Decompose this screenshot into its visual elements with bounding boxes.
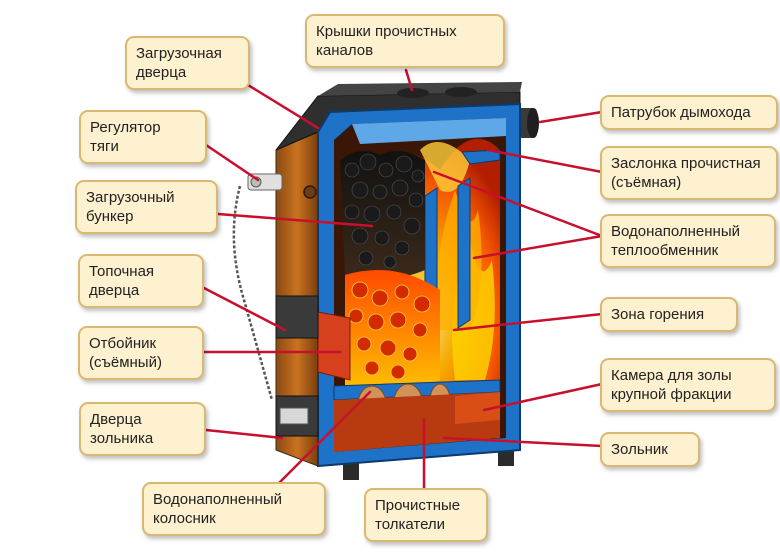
label-chimney-pipe: Патрубок дымохода <box>600 95 778 130</box>
label-cleaning-covers: Крышки прочистных каналов <box>305 14 505 68</box>
label-line: Прочистные <box>375 497 461 514</box>
cleaning-cover <box>397 88 429 98</box>
label-line: толкатели <box>375 516 446 533</box>
leader-lines <box>202 68 604 494</box>
label-combustion-zone: Зона горения <box>600 297 738 332</box>
flame <box>420 142 470 192</box>
label-ash-pan: Зольник <box>600 432 700 467</box>
label-line: дверца <box>89 282 140 299</box>
label-line: Крышки прочистных <box>316 23 457 40</box>
label-loading-bunker: Загрузочный бункер <box>75 180 218 234</box>
label-line: теплообменник <box>611 242 719 259</box>
label-line: Топочная <box>89 263 155 280</box>
label-line: бункер <box>86 208 134 225</box>
label-firebox-door: Топочная дверца <box>78 254 204 308</box>
label-water-grate: Водонаполненный колосник <box>142 482 326 536</box>
label-line: Отбойник <box>89 335 157 352</box>
boiler-leg <box>498 448 514 466</box>
label-cleaning-damper: Заслонка прочистная (съёмная) <box>600 146 778 200</box>
label-line: зольника <box>90 430 154 447</box>
label-line: (съёмный) <box>89 354 162 371</box>
label-line: дверца <box>136 64 187 81</box>
label-line: Зона горения <box>611 306 705 323</box>
label-line: каналов <box>316 42 374 59</box>
label-line: Загрузочный <box>86 189 175 206</box>
label-draft-regulator: Регулятор тяги <box>79 110 207 164</box>
label-loading-door: Загрузочная дверца <box>125 36 250 90</box>
firebox-door-plate <box>275 295 319 339</box>
label-line: Камера для золы <box>611 367 732 384</box>
label-line: тяги <box>90 138 119 155</box>
label-line: Водонаполненный <box>611 223 740 240</box>
boiler-leg <box>343 462 359 480</box>
heat-exchanger-plate <box>457 177 471 329</box>
coarse-ash-chamber <box>455 392 500 424</box>
ember-lumps <box>348 281 431 380</box>
label-heat-exchanger: Водонаполненный теплообменник <box>600 214 776 268</box>
label-line: Загрузочная <box>136 45 222 62</box>
sight-glass <box>303 185 317 199</box>
label-line: крупной фракции <box>611 386 732 403</box>
label-line: Регулятор <box>90 119 161 136</box>
label-coarse-ash-chamber: Камера для золы крупной фракции <box>600 358 776 412</box>
label-cleaning-pushers: Прочистные толкатели <box>364 488 488 542</box>
label-ash-door: Дверца зольника <box>79 402 206 456</box>
regulator-chain <box>232 185 274 401</box>
coal-lumps <box>344 153 425 269</box>
label-line: Дверца <box>90 411 142 428</box>
flue-channel <box>352 118 506 144</box>
label-line: Зольник <box>611 441 668 458</box>
label-line: Водонаполненный <box>153 491 282 508</box>
deflector <box>317 311 351 381</box>
label-deflector: Отбойник (съёмный) <box>78 326 204 380</box>
label-line: Патрубок дымохода <box>611 104 751 121</box>
label-line: (съёмная) <box>611 174 682 191</box>
ash-door-handle <box>279 407 309 425</box>
label-line: Заслонка прочистная <box>611 155 761 172</box>
cleaning-cover <box>445 87 477 97</box>
label-line: колосник <box>153 510 216 527</box>
chimney-pipe-end <box>527 108 539 138</box>
